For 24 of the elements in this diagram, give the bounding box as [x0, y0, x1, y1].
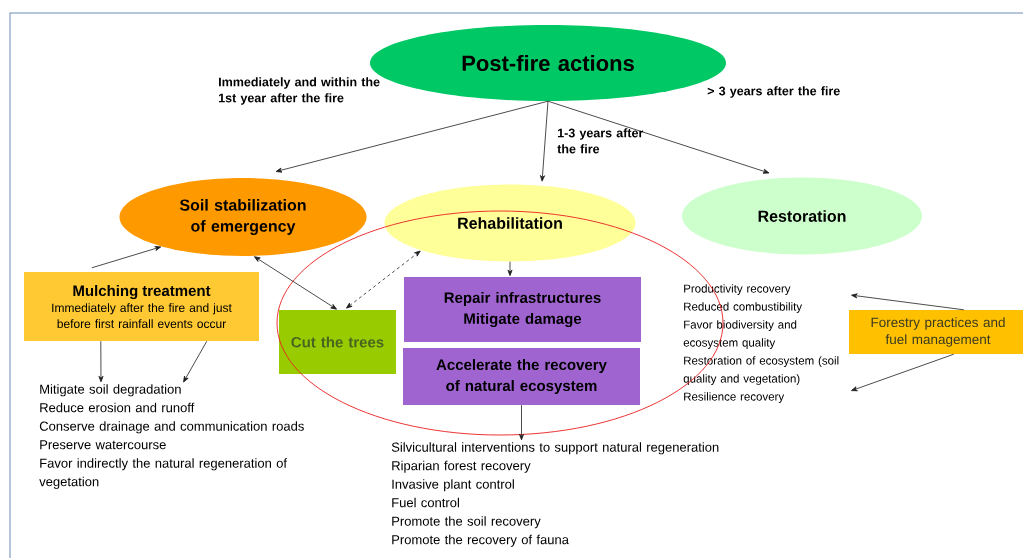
arrow: [519, 404, 524, 441]
process-box: Accelerate the recovery of natural ecosystem: [403, 348, 640, 405]
arrow: [254, 256, 337, 310]
arrow: [851, 293, 965, 311]
treatment-box: Mulching treatment Immediately after the fire and just before first rainfall events occur: [24, 272, 259, 341]
arrow: [507, 261, 513, 277]
arrow: [346, 250, 421, 309]
oval: Rehabilitation: [384, 184, 636, 262]
practice-box: Forestry practices and fuel management: [849, 310, 1023, 354]
bullet-list: Silvicultural interventions to support natural regeneration Riparian forest recovery Invasive plant control Fuel control Promote the soil recovery Promote the recovery of fauna: [391, 442, 719, 547]
process-box: Cut the trees: [279, 310, 396, 374]
arrow: [183, 340, 208, 383]
edge-label: 1-3 years after the fire: [557, 128, 644, 154]
oval: Soil stabilization of emergency: [119, 178, 367, 256]
arrow: [91, 246, 162, 269]
arrow: [98, 340, 104, 383]
arrow: [547, 100, 770, 174]
oval: Restoration: [682, 177, 922, 255]
arrow: [851, 353, 955, 392]
arrow: [540, 100, 549, 182]
arrow: [275, 100, 549, 173]
bullet-list: Productivity recovery Reduced combustibility Favor biodiversity and ecosystem quality Restoration of ecosystem (soil quality and vegetation) Resilience recovery: [683, 284, 839, 403]
bullet-list: Mitigate soil degradation Reduce erosion and runoff Conserve drainage and communication roads Preserve watercourse Favor indirectly the natural regeneration of vegetation: [39, 384, 304, 489]
process-box: Repair infrastructures Mitigate damage: [404, 277, 641, 342]
